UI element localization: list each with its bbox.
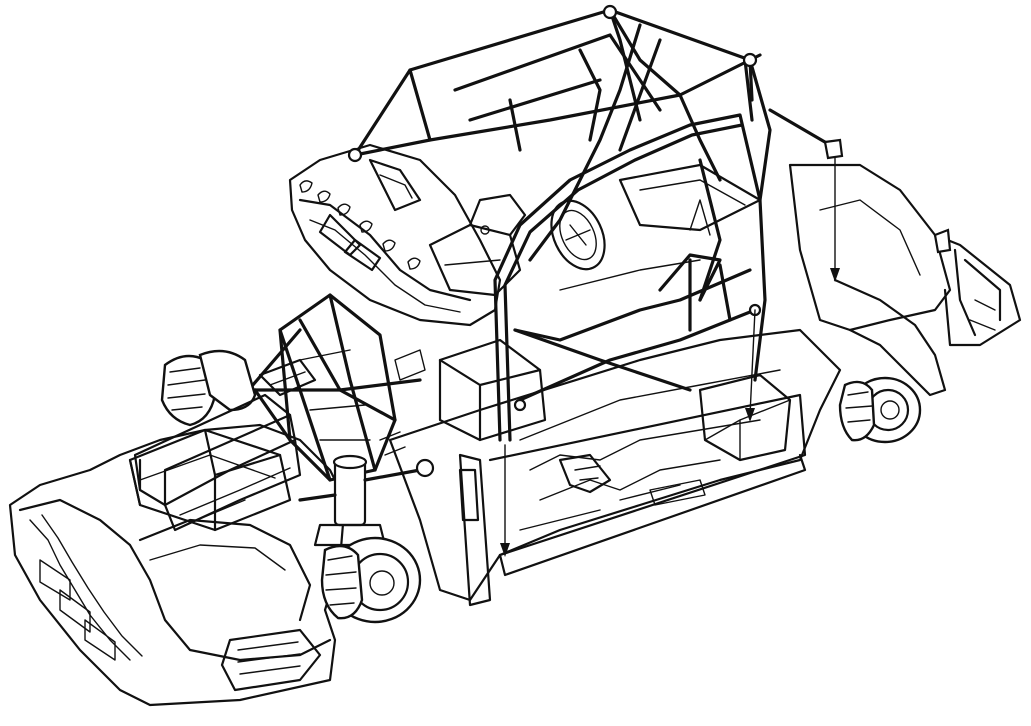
front-strut-frame (238, 293, 422, 482)
fitting-arrow-icon (500, 444, 510, 557)
front-bodywork (8, 423, 347, 707)
tunnel-console (438, 338, 547, 442)
nose-vents (39, 559, 116, 661)
fitting-arrows (500, 157, 840, 557)
front-lamp-housing (220, 628, 322, 692)
chassis-floor (388, 328, 842, 607)
rear-fender (788, 163, 1022, 397)
engine-assembly (133, 358, 317, 532)
misc-details (379, 199, 711, 522)
driver-seat (428, 193, 527, 297)
fitting-arrow-icon (745, 309, 756, 422)
steering-wheel (550, 199, 606, 271)
dashboard (288, 143, 502, 327)
dashboard-gauges (299, 180, 421, 270)
rear-wheel (838, 376, 922, 444)
fitting-arrow-icon (830, 157, 840, 282)
front-left-wheel (160, 349, 257, 427)
rear-cage-braces (559, 163, 762, 332)
front-shock-absorber (298, 454, 435, 547)
front-right-wheel (320, 536, 422, 624)
roll-cage (347, 4, 844, 442)
